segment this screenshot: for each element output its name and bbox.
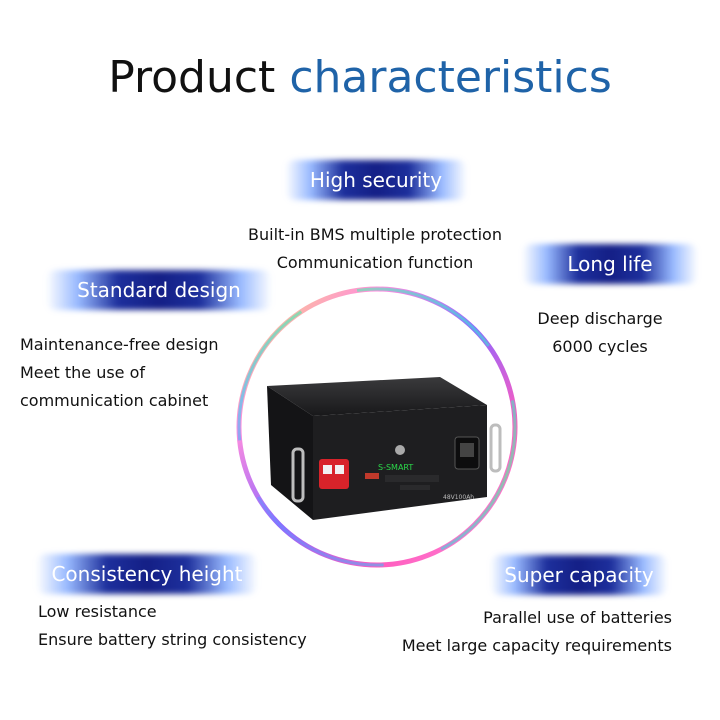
page-title: Product characteristics bbox=[0, 52, 720, 103]
power-switch bbox=[395, 445, 405, 455]
right-handle bbox=[489, 423, 502, 473]
standard-design-line-2: Meet the use of bbox=[20, 363, 146, 382]
high-security-heading: High security bbox=[309, 168, 443, 192]
high-security-line-1: Built-in BMS multiple protection bbox=[248, 225, 502, 244]
battery-top bbox=[267, 377, 487, 416]
standard-design-heading: Standard design bbox=[77, 278, 241, 302]
tag-glow bbox=[36, 554, 258, 594]
high-security-tag: High security bbox=[285, 160, 467, 200]
long-life-tag: Long life bbox=[522, 244, 698, 284]
model-label: 48V100Ah bbox=[443, 494, 474, 501]
standard-design-tag: Standard design bbox=[46, 270, 272, 310]
long-life-desc: Deep discharge 6000 cycles bbox=[510, 305, 690, 361]
left-handle bbox=[291, 447, 305, 503]
long-life-line-2: 6000 cycles bbox=[552, 337, 648, 356]
super-capacity-line-2: Meet large capacity requirements bbox=[401, 636, 672, 655]
tag-glow bbox=[285, 160, 467, 200]
long-life-line-1: Deep discharge bbox=[537, 309, 663, 328]
super-capacity-desc: Parallel use of batteries Meet large cap… bbox=[402, 604, 672, 660]
consistency-height-line-2: Ensure battery string consistency bbox=[38, 630, 307, 649]
tag-glow bbox=[522, 244, 698, 284]
consistency-height-tag: Consistency height bbox=[36, 554, 258, 594]
product-ring-graphic: S-SMART 48V100Ah bbox=[236, 286, 518, 568]
battery-front bbox=[313, 405, 487, 520]
super-capacity-tag: Super capacity bbox=[490, 555, 668, 595]
product-ring: S-SMART 48V100Ah bbox=[235, 285, 519, 569]
high-security-line-2: Communication function bbox=[276, 253, 474, 272]
super-capacity-heading: Super capacity bbox=[504, 563, 654, 587]
tag-glow bbox=[46, 270, 272, 310]
standard-design-line-1: Maintenance-free design bbox=[20, 335, 219, 354]
standard-design-desc: Maintenance-free design Meet the use of … bbox=[20, 331, 219, 415]
tag-glow bbox=[490, 555, 668, 595]
title-word-characteristics: characteristics bbox=[289, 52, 612, 103]
super-capacity-line-1: Parallel use of batteries bbox=[483, 608, 672, 627]
consistency-height-line-1: Low resistance bbox=[38, 602, 157, 621]
long-life-heading: Long life bbox=[567, 252, 653, 276]
consistency-height-heading: Consistency height bbox=[51, 562, 243, 586]
title-word-product: Product bbox=[108, 52, 276, 103]
standard-design-line-3: communication cabinet bbox=[20, 391, 209, 410]
brand-logo: S-SMART bbox=[378, 463, 413, 472]
consistency-height-desc: Low resistance Ensure battery string con… bbox=[38, 598, 307, 654]
high-security-desc: Built-in BMS multiple protection Communi… bbox=[235, 221, 515, 277]
